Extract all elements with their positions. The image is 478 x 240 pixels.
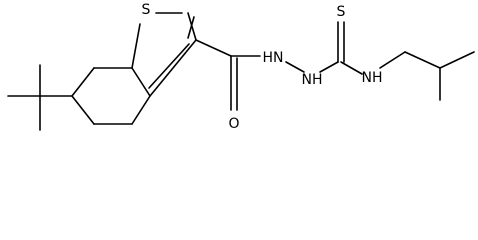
thiophene-ring — [131, 12, 197, 97]
bond — [71, 95, 95, 125]
bond — [131, 95, 151, 125]
carbonyl-group — [195, 39, 261, 111]
bond — [404, 51, 441, 69]
bond — [285, 61, 305, 73]
bond — [149, 39, 197, 97]
tert-butyl-group — [7, 64, 73, 131]
thiosemicarbazide-chain — [285, 21, 363, 75]
bond — [379, 51, 406, 69]
bond — [71, 67, 95, 97]
bond — [187, 16, 195, 39]
bond — [439, 51, 475, 69]
ring-sulfur-label: S — [142, 2, 151, 18]
hydrazide-nh-label: NH — [302, 72, 323, 88]
cyclohexene-ring — [71, 67, 151, 125]
hydrazide-nh-label: HN — [263, 50, 284, 66]
bond — [195, 39, 232, 57]
amide-nh-label: NH — [362, 70, 383, 86]
bond — [131, 67, 151, 97]
bond — [319, 61, 339, 73]
bond — [340, 61, 363, 75]
bond — [131, 23, 141, 69]
carbonyl-oxygen-label: O — [228, 116, 239, 132]
chemical-structure-drawing: S O HN NH S NH — [7, 2, 475, 132]
thiocarbonyl-sulfur-label: S — [337, 4, 346, 20]
isobutyl-group — [379, 51, 475, 101]
bond — [148, 43, 190, 89]
